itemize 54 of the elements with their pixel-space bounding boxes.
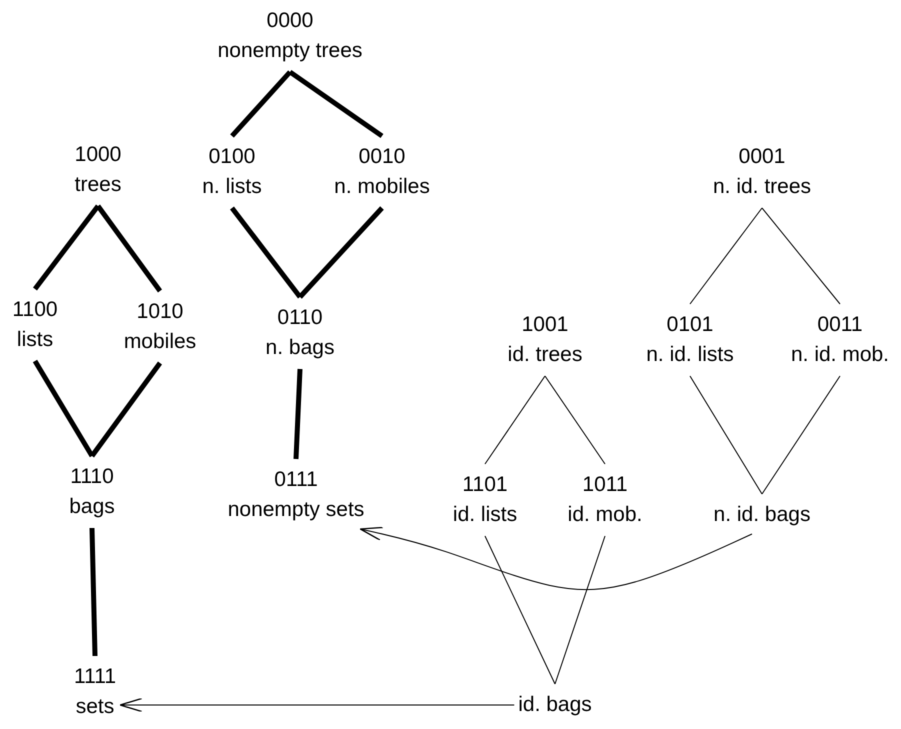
node-label: n. id. bags — [714, 502, 810, 528]
connector-line — [90, 362, 162, 458]
node-code: 0000 — [266, 8, 314, 34]
node-code: 1101 — [461, 472, 509, 498]
node-label: n. id. lists — [646, 342, 734, 368]
node-label: n. bags — [266, 335, 334, 361]
node-code: 0110 — [276, 305, 324, 331]
node-label: nonempty trees — [218, 38, 362, 64]
connector-line — [33, 204, 100, 291]
node-label: trees — [74, 172, 122, 198]
node-label: n. lists — [202, 174, 262, 200]
node-label: id. trees — [508, 342, 582, 368]
node-label: lists — [16, 327, 54, 353]
node-code: 0101 — [666, 312, 714, 338]
node-code: 1010 — [136, 299, 184, 325]
connector-line — [484, 536, 556, 684]
connector-line — [690, 376, 762, 494]
connector-line — [90, 528, 98, 656]
node-code: 1100 — [12, 297, 58, 323]
node-label: n. mobiles — [334, 174, 430, 200]
node-code: 0111 — [273, 467, 319, 493]
node-label: id. bags — [518, 692, 592, 718]
node-code: 1110 — [69, 464, 115, 490]
node-label: mobiles — [124, 329, 196, 355]
node-code: 1000 — [74, 142, 122, 168]
connector-line — [288, 70, 384, 138]
node-code: 0001 — [738, 144, 786, 170]
connector-line — [294, 368, 302, 460]
node-label: sets — [74, 694, 116, 720]
arrow — [360, 526, 752, 590]
node-label: n. id. trees — [712, 174, 812, 200]
arrow — [119, 698, 515, 712]
node-code: 1011 — [581, 472, 629, 498]
node-code: 1001 — [520, 312, 570, 338]
connector-line — [484, 376, 546, 464]
node-label: id. lists — [452, 502, 518, 528]
connector-line — [32, 360, 94, 458]
connector-line — [298, 206, 384, 299]
connector-line — [762, 208, 840, 304]
connector-line — [554, 536, 606, 684]
connector-line — [230, 206, 302, 299]
node-code: 1111 — [74, 664, 116, 690]
node-code: 0011 — [816, 312, 864, 338]
node-label: nonempty sets — [228, 497, 364, 523]
connector-line — [762, 376, 840, 494]
connector-line — [230, 70, 292, 138]
connector-line — [96, 204, 162, 292]
node-label: n. id. mob. — [790, 342, 890, 368]
node-label: id. mob. — [568, 502, 642, 528]
connector-line — [544, 376, 606, 464]
node-code: 0010 — [358, 144, 406, 170]
node-code: 0100 — [208, 144, 256, 170]
connector-line — [690, 208, 762, 304]
node-label: bags — [69, 494, 115, 520]
